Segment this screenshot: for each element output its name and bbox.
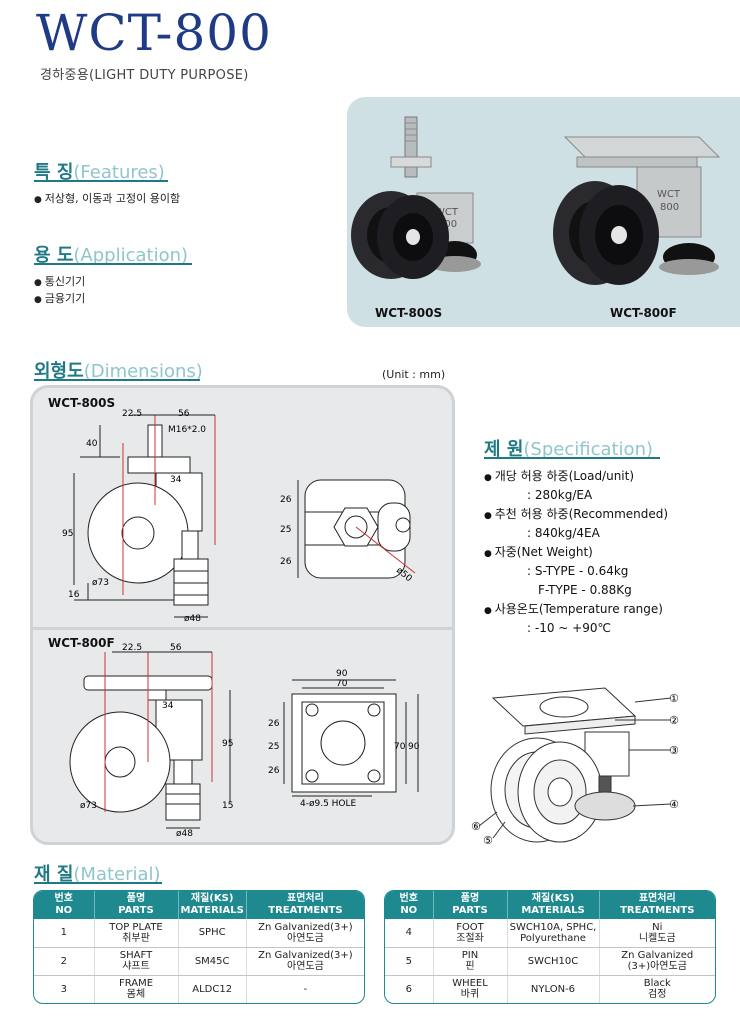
- features-underline: [34, 180, 168, 182]
- dim-s-side-25: 25: [280, 525, 291, 535]
- photo-caption-s: WCT-800S: [375, 306, 443, 320]
- dim-f-top-70: 70: [336, 679, 348, 689]
- features-heading: 특 징(Features): [34, 162, 165, 183]
- dim-s-side-26b: 26: [280, 557, 292, 567]
- callout-2: ②: [669, 714, 679, 727]
- caster-stamp-line1: WCT: [435, 207, 459, 218]
- dim-f-side-26b: 26: [268, 766, 280, 776]
- callout-3: ③: [669, 744, 679, 757]
- dim-f-right-90: 90: [408, 742, 420, 752]
- spec-rec-label: ● 추천 허용 하중(Recommended): [484, 507, 669, 521]
- unit-label: (Unit : mm): [382, 368, 446, 381]
- page-title: WCT-800: [36, 4, 272, 62]
- caster-f-stamp-line1: WCT: [657, 189, 681, 200]
- spec-weight-s: : S-TYPE - 0.64kg: [527, 564, 629, 578]
- parts-illustration: ① ② ③ ④ ⑤ ⑥: [471, 687, 679, 847]
- callout-4: ④: [669, 798, 679, 811]
- spec-weight-label: ● 자중(Net Weight): [484, 545, 593, 559]
- product-photo-panel: WCT 800 WCT 800 WCT-800S WCT-800F: [347, 97, 740, 327]
- dim-s-side-26a: 26: [280, 495, 292, 505]
- features-item: 저상형, 이동과 고정이 용이함: [34, 190, 180, 209]
- dim-f-73: ø73: [80, 801, 97, 811]
- application-heading: 용 도(Application): [34, 245, 189, 266]
- drawing-s: 22.5 56 M16*2.0 40 34 95 ø73 16 ø48 26 2…: [62, 409, 416, 624]
- dim-f-22-5: 22.5: [122, 643, 142, 653]
- dim-f-56: 56: [170, 643, 182, 653]
- spec-rec-value: : 840kg/4EA: [527, 526, 600, 540]
- photo-caption-f: WCT-800F: [610, 306, 677, 320]
- dim-s-side-50: ø50: [394, 566, 414, 585]
- application-item: 금융기기: [34, 290, 85, 309]
- spec-load-label: ● 개당 허용 하중(Load/unit): [484, 469, 635, 483]
- dimensions-underline: [34, 379, 200, 381]
- page-subtitle: 경하중용(LIGHT DUTY PURPOSE): [40, 68, 249, 83]
- dim-f-right-70: 70: [394, 742, 406, 752]
- dim-f-hole: 4-ø9.5 HOLE: [300, 799, 357, 809]
- dim-f-48: ø48: [176, 829, 193, 838]
- callout-6: ⑥: [471, 820, 481, 833]
- dim-f-top-90: 90: [336, 669, 348, 679]
- dim-s-22-5: 22.5: [122, 409, 142, 419]
- caster-f-image: WCT 800: [553, 136, 721, 285]
- application-underline: [34, 263, 192, 265]
- dim-f-95: 95: [222, 739, 233, 749]
- material-heading: 재 질(Material): [34, 864, 161, 885]
- spec-temp-label: ● 사용온도(Temperature range): [484, 602, 663, 616]
- material-underline: [34, 882, 162, 884]
- caster-stamp-line2: 800: [438, 219, 457, 230]
- specification-heading: 제 원(Specification): [484, 439, 654, 460]
- dim-s-73: ø73: [92, 578, 109, 588]
- drawing-f: 22.5 56 34 95 ø73 15 ø48 90 70 26 25 26 …: [69, 643, 420, 838]
- specification-underline: [484, 457, 660, 459]
- caster-s-image: WCT 800: [351, 116, 481, 279]
- header-materials: 재질(KS)MATERIALS: [178, 891, 247, 919]
- dim-f-side-26a: 26: [268, 719, 280, 729]
- dim-s-thread: M16*2.0: [168, 425, 206, 435]
- spec-load-value: : 280kg/EA: [527, 488, 593, 502]
- dim-s-34: 34: [170, 475, 182, 485]
- callout-1: ①: [669, 692, 679, 705]
- dim-s-16: 16: [68, 590, 80, 600]
- dimensions-divider: [30, 627, 455, 630]
- dim-f-side-25: 25: [268, 742, 279, 752]
- spec-weight-f: F-TYPE - 0.88Kg: [538, 583, 632, 597]
- application-item: 통신기기: [34, 273, 85, 292]
- drawing-s-label: WCT-800S: [48, 396, 116, 410]
- caster-photo-illustration: WCT 800 WCT 800: [351, 116, 721, 285]
- dim-s-56: 56: [178, 409, 190, 419]
- spec-temp-value: : -10 ~ +90℃: [527, 621, 611, 635]
- dimensions-heading: 외형도(Dimensions): [34, 361, 203, 382]
- dim-f-15: 15: [222, 801, 233, 811]
- dim-s-48: ø48: [184, 614, 201, 624]
- caster-f-stamp-line2: 800: [660, 202, 679, 213]
- dim-s-40: 40: [86, 439, 98, 449]
- dim-f-34: 34: [162, 701, 174, 711]
- dim-s-95: 95: [62, 529, 73, 539]
- drawing-f-label: WCT-800F: [48, 636, 115, 650]
- callout-5: ⑤: [483, 834, 493, 847]
- header-materials: 재질(KS)MATERIALS: [507, 891, 600, 919]
